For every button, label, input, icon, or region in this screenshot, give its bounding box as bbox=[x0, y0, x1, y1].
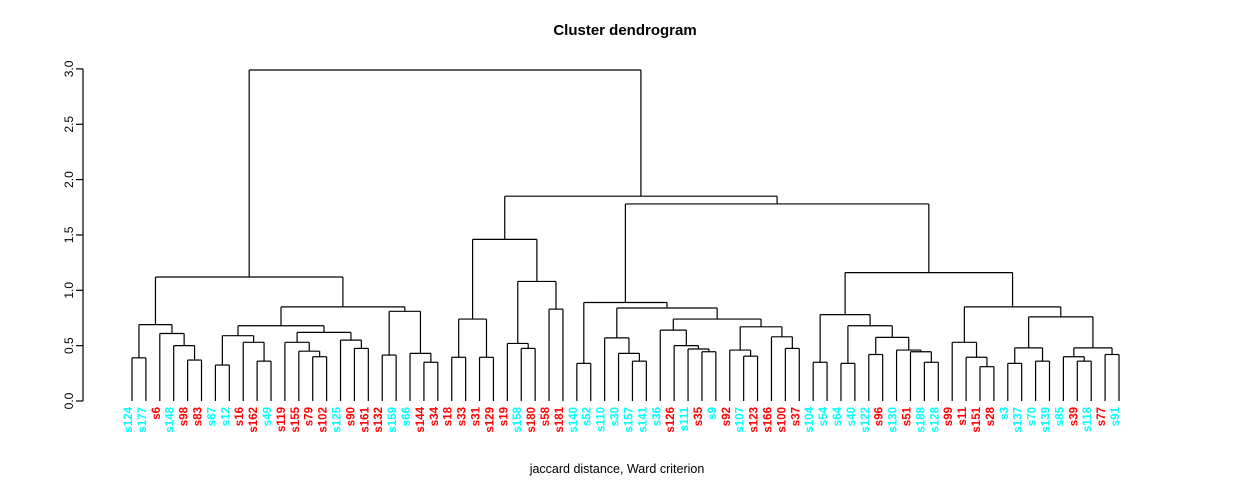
leaf-label: s110 bbox=[596, 407, 608, 432]
leaf-label: s77 bbox=[1096, 407, 1108, 426]
leaf-label: s96 bbox=[874, 407, 886, 426]
leaf-label: s141 bbox=[637, 406, 649, 432]
leaf-label: s177 bbox=[137, 407, 149, 433]
y-axis-tick-label: 1.5 bbox=[62, 226, 76, 243]
leaf-label: s125 bbox=[332, 406, 344, 432]
leaf-label: s148 bbox=[165, 406, 177, 432]
leaf-label: s49 bbox=[262, 407, 274, 426]
leaf-label: s19 bbox=[498, 407, 510, 426]
leaf-label: s158 bbox=[512, 406, 524, 432]
y-axis-tick-label: 2.0 bbox=[62, 171, 76, 188]
leaf-label: s16 bbox=[234, 407, 246, 426]
plot-title: Cluster dendrogram bbox=[0, 22, 1238, 39]
leaf-label: s118 bbox=[1082, 406, 1094, 432]
leaf-label: s58 bbox=[540, 406, 552, 426]
leaf-label: s51 bbox=[901, 406, 913, 426]
leaf-label: s83 bbox=[193, 407, 205, 426]
leaf-label: s129 bbox=[484, 407, 496, 433]
leaf-label: s92 bbox=[721, 407, 733, 426]
leaf-label: s181 bbox=[554, 406, 566, 432]
leaf-label: s54 bbox=[818, 406, 830, 426]
dendrogram-lines bbox=[131, 69, 1120, 401]
leaf-label: s166 bbox=[762, 407, 774, 433]
leaf-label: s37 bbox=[790, 407, 802, 426]
leaf-label: s33 bbox=[457, 407, 469, 426]
leaf-label: s155 bbox=[290, 406, 302, 432]
leaf-label: s85 bbox=[1054, 406, 1066, 426]
leaf-label: s31 bbox=[471, 406, 483, 426]
leaf-label: s137 bbox=[1013, 407, 1025, 433]
leaf-label: s132 bbox=[373, 407, 385, 433]
leaf-label: s130 bbox=[888, 407, 900, 433]
leaf-label: s66 bbox=[401, 407, 413, 426]
leaf-label: s123 bbox=[749, 407, 761, 433]
y-axis-tick-label: 0.0 bbox=[62, 392, 76, 409]
leaf-label: s100 bbox=[776, 407, 788, 433]
leaf-label: s98 bbox=[179, 406, 191, 426]
leaf-label: s52 bbox=[582, 407, 594, 426]
leaf-label: s11 bbox=[957, 406, 969, 425]
leaf-label: s35 bbox=[693, 406, 705, 426]
plot-title-text: Cluster dendrogram bbox=[553, 22, 697, 39]
leaf-label: s90 bbox=[345, 407, 357, 426]
leaf-label: s128 bbox=[929, 406, 941, 432]
leaf-label: s79 bbox=[304, 407, 316, 426]
leaf-label: s102 bbox=[318, 407, 330, 433]
leaf-label: s99 bbox=[943, 407, 955, 426]
leaf-label: s107 bbox=[735, 407, 747, 433]
leaf-label: s140 bbox=[568, 407, 580, 433]
leaf-label: s104 bbox=[804, 406, 816, 432]
leaf-label: s70 bbox=[1027, 407, 1039, 426]
leaf-label: s3 bbox=[999, 407, 1011, 420]
leaf-label: s124 bbox=[123, 406, 135, 432]
leaf-label: s6 bbox=[151, 407, 163, 420]
leaf-label: s161 bbox=[359, 406, 371, 432]
leaf-label: s12 bbox=[220, 407, 232, 426]
leaf-label: s18 bbox=[443, 406, 455, 426]
leaf-label: s39 bbox=[1068, 407, 1080, 426]
y-axis: 0.0 0.5 1.0 1.5 2.0 2.5 3.0 bbox=[62, 60, 84, 409]
leaf-label: s111 bbox=[679, 406, 691, 431]
y-axis-tick-label: 1.0 bbox=[62, 282, 76, 299]
leaf-label: s34 bbox=[429, 406, 441, 426]
y-axis-tick-label: 2.5 bbox=[62, 116, 76, 133]
plot-caption-text: jaccard distance, Ward criterion bbox=[529, 462, 705, 476]
leaf-label: s162 bbox=[248, 407, 260, 433]
leaf-label: s67 bbox=[206, 407, 218, 426]
y-axis-tick-label: 0.5 bbox=[62, 337, 76, 354]
leaf-label: s91 bbox=[1110, 406, 1122, 426]
leaf-label: s139 bbox=[1040, 407, 1052, 433]
leaf-label: s151 bbox=[971, 406, 983, 432]
leaf-label: s119 bbox=[276, 407, 288, 432]
leaf-label: s30 bbox=[610, 407, 622, 426]
leaf-label: s28 bbox=[985, 406, 997, 426]
leaf-label: s40 bbox=[846, 407, 858, 426]
leaf-label: s126 bbox=[665, 407, 677, 433]
leaf-label: s122 bbox=[860, 407, 872, 433]
leaf-label: s180 bbox=[526, 407, 538, 433]
leaf-label: s144 bbox=[415, 406, 427, 432]
leaf-label: s64 bbox=[832, 406, 844, 426]
leaf-label: s36 bbox=[651, 407, 663, 426]
leaf-label: s157 bbox=[623, 407, 635, 433]
leaf-label: s188 bbox=[915, 406, 927, 432]
plot-caption: jaccard distance, Ward criterion bbox=[0, 462, 1238, 476]
leaf-label: s159 bbox=[387, 407, 399, 433]
leaf-label: s9 bbox=[707, 407, 719, 420]
y-axis-tick-label: 3.0 bbox=[62, 60, 76, 77]
